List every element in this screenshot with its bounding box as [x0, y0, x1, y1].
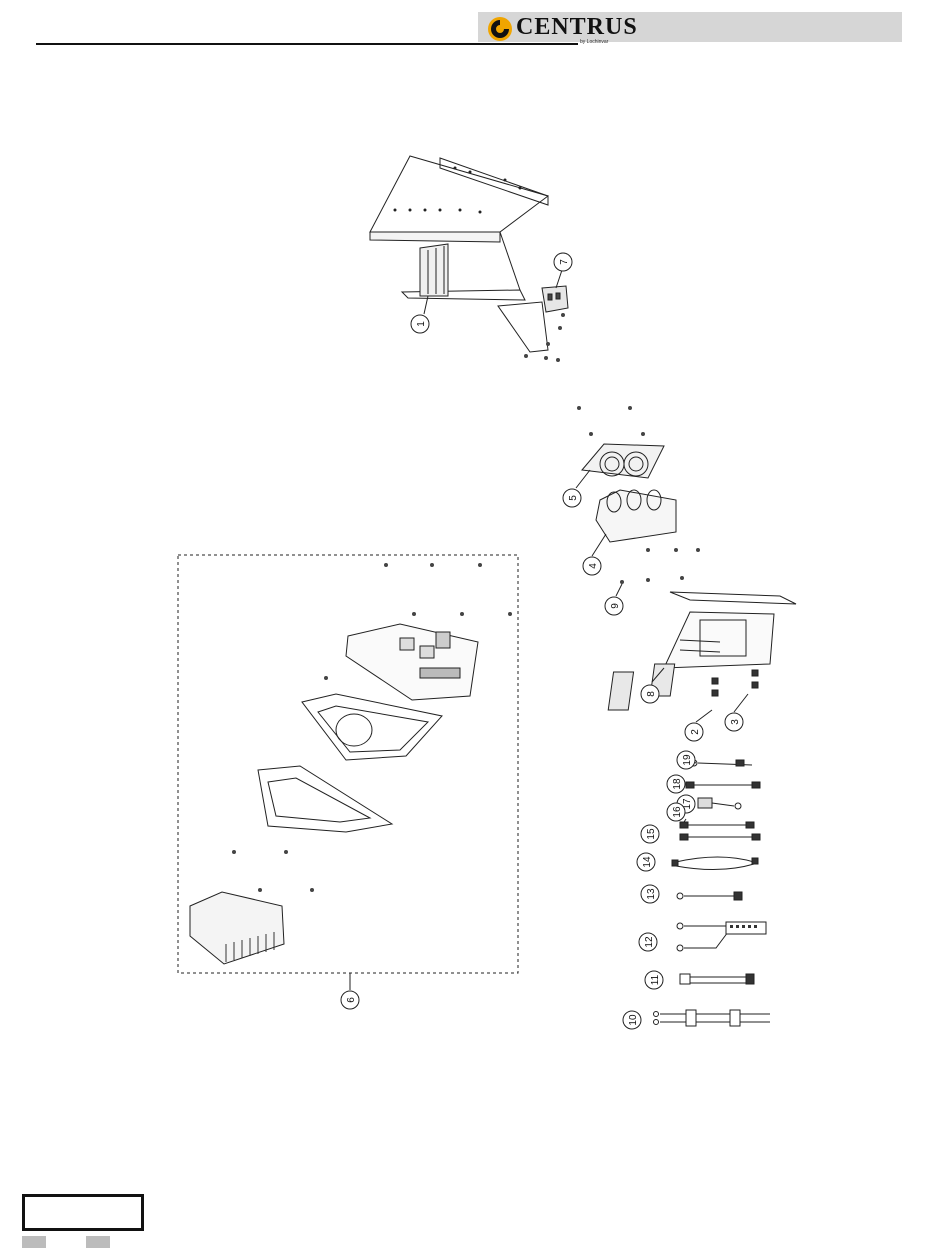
svg-text:10: 10	[628, 1014, 639, 1026]
svg-text:16: 16	[672, 806, 683, 818]
part-3-terminal-block	[650, 664, 758, 696]
control-board	[346, 624, 478, 700]
harness-11	[680, 974, 754, 984]
callout-2: 2	[685, 723, 703, 741]
harness-13	[677, 892, 742, 900]
callout-10: 10	[623, 1011, 641, 1029]
callout-14: 14	[637, 853, 655, 871]
svg-text:14: 14	[642, 856, 653, 868]
part-8-chassis	[664, 592, 796, 668]
svg-text:1: 1	[416, 321, 427, 327]
svg-text:12: 12	[644, 936, 655, 948]
bracket	[498, 302, 548, 352]
callout-5: 5	[563, 489, 581, 507]
callout-3: 3	[725, 713, 743, 731]
svg-text:4: 4	[588, 563, 599, 569]
callout-19: 19	[677, 751, 695, 769]
part-7-block	[542, 286, 568, 312]
harness-14	[672, 857, 758, 870]
svg-text:5: 5	[568, 495, 579, 501]
callout-4: 4	[583, 557, 601, 575]
svg-text:13: 13	[646, 888, 657, 900]
callout-13: 13	[641, 885, 659, 903]
svg-text:8: 8	[646, 691, 657, 697]
enclosure-top	[370, 156, 548, 300]
part-5-transformer	[582, 444, 664, 478]
callout-1: 1	[411, 315, 429, 333]
callout-18: 18	[667, 775, 685, 793]
svg-text:11: 11	[650, 974, 661, 985]
board-tray	[302, 694, 442, 760]
callout-6: 6	[341, 991, 359, 1009]
harness-17	[698, 798, 741, 809]
harness-10	[654, 1010, 771, 1026]
harness-15	[680, 834, 760, 840]
svg-text:7: 7	[559, 259, 570, 265]
svg-text:19: 19	[682, 754, 693, 766]
page-number-box	[22, 1194, 144, 1231]
harness-19	[691, 760, 752, 766]
callout-8: 8	[641, 685, 659, 703]
mounting-frame	[258, 766, 392, 832]
callout-11: 11	[645, 971, 663, 989]
callout-15: 15	[641, 825, 659, 843]
callout-7: 7	[554, 253, 572, 271]
svg-text:9: 9	[610, 603, 621, 609]
callout-12: 12	[639, 933, 657, 951]
svg-text:15: 15	[646, 828, 657, 840]
harness-18	[686, 782, 760, 788]
harness-12	[677, 922, 766, 951]
callout-16: 16	[667, 803, 685, 821]
svg-text:3: 3	[730, 719, 741, 725]
callout-9: 9	[605, 597, 623, 615]
footer-tab-right	[86, 1236, 110, 1248]
part-4-capacitors	[596, 490, 676, 542]
svg-text:18: 18	[672, 778, 683, 790]
svg-text:2: 2	[690, 729, 701, 735]
harness-16	[680, 822, 754, 828]
svg-text:6: 6	[346, 997, 357, 1003]
heat-sink	[190, 892, 284, 964]
footer-tab-left	[22, 1236, 46, 1248]
